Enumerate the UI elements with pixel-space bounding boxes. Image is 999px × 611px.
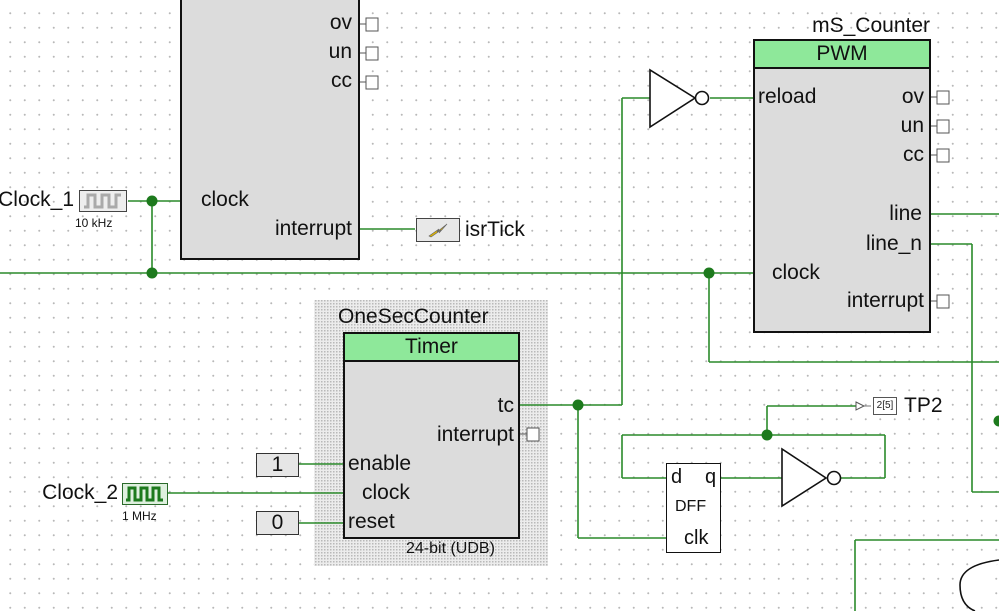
top-block-ov-pin: ov xyxy=(329,11,352,34)
pwm-type-banner[interactable]: PWM xyxy=(753,39,931,69)
pwm-component[interactable] xyxy=(753,67,931,333)
pwm-reload-pin: reload xyxy=(758,85,817,108)
square-wave-icon xyxy=(126,486,163,502)
pwm-cc-pin: cc xyxy=(903,143,924,166)
reset-constant[interactable]: 0 xyxy=(256,511,299,535)
timer-footer: 24-bit (UDB) xyxy=(406,540,495,557)
timer-interrupt-pin: interrupt xyxy=(436,423,514,446)
timer-instance-name: OneSecCounter xyxy=(338,305,489,328)
timer-component[interactable] xyxy=(343,360,520,539)
inverter-gates xyxy=(649,68,842,508)
isr-name: isrTick xyxy=(465,218,525,241)
tp2-label: TP2 xyxy=(904,394,943,417)
top-block-cc-pin: cc xyxy=(331,69,352,92)
dff-component[interactable] xyxy=(666,463,721,553)
lightning-icon xyxy=(428,223,448,238)
top-block-un-pin: un xyxy=(328,40,352,63)
timer-enable-pin: enable xyxy=(348,452,412,475)
dff-d-pin: d xyxy=(671,466,683,488)
enable-constant[interactable]: 1 xyxy=(256,453,299,477)
pwm-instance-name: mS_Counter xyxy=(812,14,930,37)
timer-type-banner[interactable]: Timer xyxy=(343,332,520,362)
pwm-line-pin: line xyxy=(889,202,922,225)
top-block-interrupt-pin: interrupt xyxy=(274,217,352,240)
dff-q-pin: q xyxy=(705,466,717,488)
pwm-ov-pin: ov xyxy=(901,85,924,108)
pwm-clock-pin: clock xyxy=(772,261,820,284)
clock1-label: Clock_1 xyxy=(0,188,74,211)
timer-clock-pin: clock xyxy=(362,481,410,504)
tp2-terminal[interactable]: 2[5] xyxy=(873,397,897,415)
top-block-clock-pin: clock xyxy=(201,188,249,211)
pwm-un-pin: un xyxy=(900,114,924,137)
isr-component[interactable] xyxy=(416,218,460,242)
clock2-label: Clock_2 xyxy=(42,481,118,504)
top-left-component[interactable] xyxy=(180,0,360,260)
unconnected-stubs xyxy=(358,17,950,442)
pwm-interrupt-pin: interrupt xyxy=(846,289,924,312)
dff-type: DFF xyxy=(675,498,707,515)
partial-gate-shape xyxy=(959,559,999,611)
clock1-frequency: 10 kHz xyxy=(75,216,113,230)
clock2-icon[interactable] xyxy=(122,483,168,505)
clock2-frequency: 1 MHz xyxy=(122,509,157,523)
pwm-line-n-pin: line_n xyxy=(865,232,922,255)
wires xyxy=(0,97,999,611)
clock1-icon[interactable] xyxy=(79,190,127,212)
timer-tc-pin: tc xyxy=(497,394,514,417)
dff-clk-pin: clk xyxy=(684,527,709,549)
timer-reset-pin: reset xyxy=(348,510,395,533)
junction-nodes xyxy=(146,195,999,441)
square-wave-icon xyxy=(84,193,121,209)
